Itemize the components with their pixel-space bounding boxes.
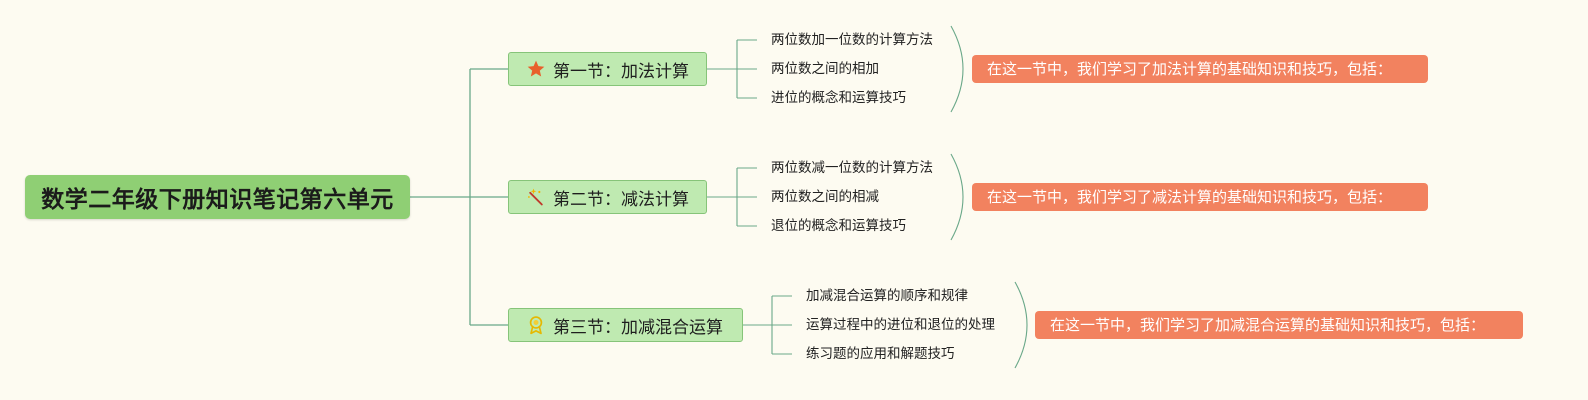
section-1-item-1[interactable]: 两位数加一位数的计算方法 [771, 32, 933, 48]
section-2-item-1[interactable]: 两位数减一位数的计算方法 [771, 160, 933, 176]
summary-bracket-2 [950, 153, 964, 241]
section-2-label: 第二节：减法计算 [553, 189, 689, 210]
section-2-item-2[interactable]: 两位数之间的相减 [771, 189, 879, 205]
award-medal-icon [525, 314, 547, 336]
root-topic[interactable]: 数学二年级下册知识笔记第六单元 [25, 175, 410, 219]
section-3-node[interactable]: 第三节：加减混合运算 [508, 308, 743, 342]
summary-bracket-3 [1014, 281, 1028, 369]
section-1-item-3[interactable]: 进位的概念和运算技巧 [771, 90, 906, 106]
section-1-item-2[interactable]: 两位数之间的相加 [771, 61, 879, 77]
section-2-node[interactable]: 第二节：减法计算 [508, 180, 707, 214]
section-3-item-1[interactable]: 加减混合运算的顺序和规律 [806, 288, 968, 304]
summary-bracket-1 [950, 25, 964, 113]
section-3-label: 第三节：加减混合运算 [553, 317, 723, 338]
section-3-summary[interactable]: 在这一节中，我们学习了加减混合运算的基础知识和技巧，包括： [1035, 311, 1523, 339]
section-2-item-3[interactable]: 退位的概念和运算技巧 [771, 218, 906, 234]
section-1-label: 第一节：加法计算 [553, 61, 689, 82]
section-3-item-3[interactable]: 练习题的应用和解题技巧 [806, 346, 955, 362]
section-2-summary[interactable]: 在这一节中，我们学习了减法计算的基础知识和技巧，包括： [972, 183, 1428, 211]
root-title: 数学二年级下册知识笔记第六单元 [41, 187, 394, 213]
section-1-node[interactable]: 第一节：加法计算 [508, 52, 707, 86]
leaf-connector-2 [707, 167, 757, 227]
leaf-connector-3 [743, 295, 792, 355]
magic-wand-icon [525, 186, 547, 208]
section-3-item-2[interactable]: 运算过程中的进位和退位的处理 [806, 317, 995, 333]
leaf-connector-1 [707, 39, 757, 99]
star-icon [525, 58, 547, 80]
section-1-summary[interactable]: 在这一节中，我们学习了加法计算的基础知识和技巧，包括： [972, 55, 1428, 83]
